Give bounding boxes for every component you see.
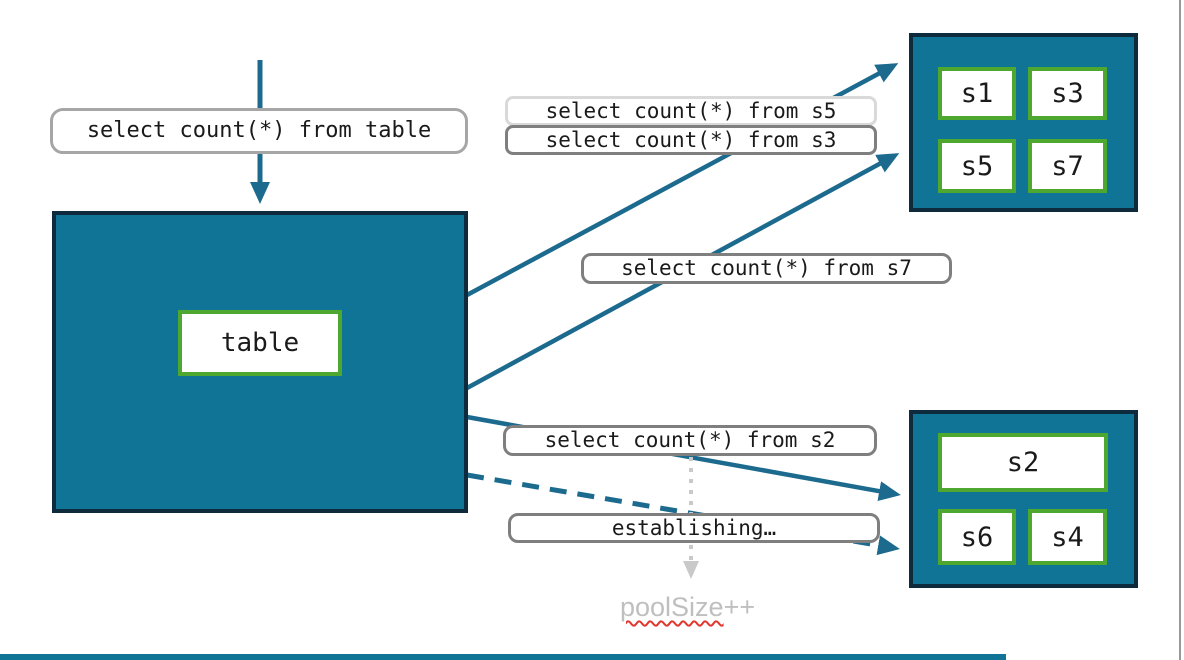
query-label-s7: select count(*) from s7 [581, 253, 952, 284]
shard-s2: s2 [938, 433, 1108, 492]
slide-edge-line [1179, 0, 1181, 660]
bottom-accent-bar [0, 654, 1006, 660]
query-label-s5: select count(*) from s5 [505, 96, 877, 126]
query-label-table: select count(*) from table [50, 108, 468, 154]
query-label-s3: select count(*) from s3 [505, 125, 877, 155]
table-label: table [178, 310, 342, 376]
shard-s5: s5 [938, 139, 1016, 193]
shard-s1: s1 [938, 67, 1016, 120]
shard-s6: s6 [938, 509, 1016, 565]
poolsize-annotation: poolSize++ [620, 592, 755, 623]
shard-s7: s7 [1028, 139, 1107, 193]
query-label-establishing: establishing… [508, 513, 880, 543]
poolsize-suffix: ++ [723, 592, 756, 622]
arrow-establishing-dashed [466, 472, 900, 556]
poolsize-word: poolSize [620, 592, 724, 622]
shard-s3: s3 [1028, 67, 1107, 120]
query-label-s2: select count(*) from s2 [503, 425, 877, 456]
shard-s4: s4 [1028, 509, 1107, 565]
